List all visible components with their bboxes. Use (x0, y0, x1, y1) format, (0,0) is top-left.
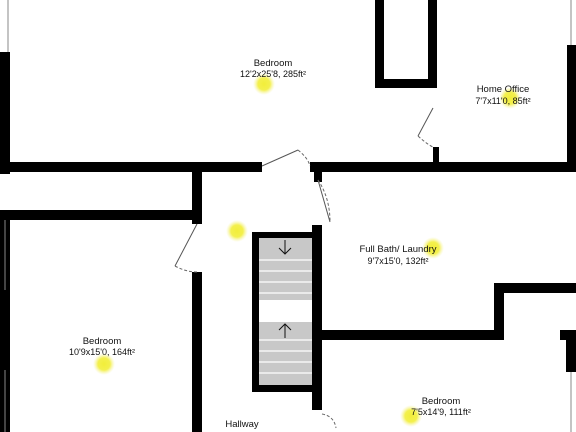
wall (0, 52, 10, 174)
room-dimensions: 7'5x14'9, 111ft² (411, 407, 471, 417)
wall (494, 283, 576, 293)
wall (0, 220, 10, 432)
stair-wall (252, 385, 320, 392)
room-dimensions: 7'7x11'0, 85ft² (475, 96, 530, 106)
doors (174, 107, 434, 429)
marker-icon[interactable] (226, 220, 248, 242)
wall (566, 340, 576, 372)
room-dimensions: 10'9x15'0, 164ft² (69, 347, 135, 357)
wall (428, 0, 437, 88)
room-labels: Bedroom 12'2x25'8, 285ft² Home Office 7'… (69, 58, 531, 430)
room-dimensions: 9'7x15'0, 132ft² (368, 256, 429, 266)
marker-icon[interactable] (422, 237, 444, 259)
room-name: Home Office (477, 84, 530, 95)
wall (375, 79, 437, 88)
marker-icon[interactable] (93, 353, 115, 375)
wall (567, 45, 576, 170)
wall (494, 283, 504, 337)
room-name: Bedroom (422, 396, 461, 407)
stair-wall (252, 232, 322, 238)
room-name: Bedroom (83, 336, 122, 347)
room-name: Full Bath/ Laundry (359, 244, 436, 255)
marker-icon[interactable] (400, 405, 422, 427)
location-markers (93, 73, 521, 427)
wall (375, 0, 384, 88)
wall (310, 162, 576, 172)
wall (314, 172, 322, 182)
stair-wall (252, 232, 259, 392)
room-name: Hallway (225, 419, 259, 430)
wall (192, 172, 202, 224)
wall (312, 330, 504, 340)
wall (560, 330, 576, 340)
wall (192, 272, 202, 432)
marker-icon[interactable] (499, 87, 521, 109)
marker-icon[interactable] (253, 73, 275, 95)
wall (0, 162, 262, 172)
wall (433, 147, 439, 167)
room-dimensions: 12'2x25'8, 285ft² (240, 69, 306, 79)
stair-wall (312, 232, 320, 392)
windows (4, 0, 572, 432)
staircase (259, 238, 312, 385)
wall (0, 210, 202, 220)
room-name: Bedroom (254, 58, 293, 69)
